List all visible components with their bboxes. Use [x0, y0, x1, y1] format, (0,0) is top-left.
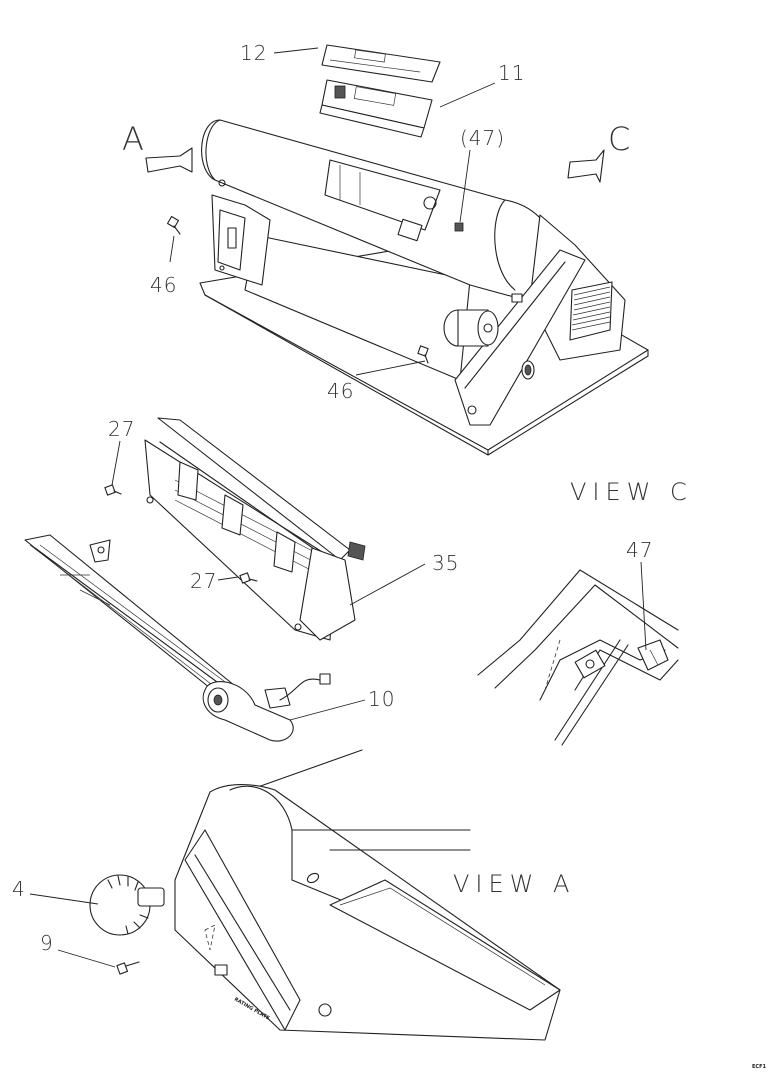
screw-27-b-icon [239, 572, 258, 584]
callout-27-top: 27 [108, 417, 135, 441]
panel-part-11 [319, 79, 433, 138]
callout-c: C [608, 120, 632, 158]
callout-47: 47 [626, 538, 653, 562]
carriage-rail-10 [24, 534, 331, 742]
callout-12: 12 [240, 41, 267, 65]
screw-46-a-icon [166, 215, 181, 235]
callout-46-bottom: 46 [327, 379, 354, 403]
screw-27-a-icon [104, 484, 122, 496]
overlay-part-12 [321, 44, 441, 83]
callout-47-paren: (47) [460, 126, 505, 150]
callout-27-bottom: 27 [190, 569, 217, 593]
view-c-detail [477, 569, 679, 746]
view-a-title: VIEW A [453, 870, 575, 898]
callout-9: 9 [40, 931, 54, 955]
view-c-title: VIEW C [570, 478, 693, 506]
corner-code: ECF1 [752, 1064, 767, 1070]
arrow-c-icon [567, 149, 605, 183]
leader-lines-top [169, 47, 496, 376]
screw-46-b-icon [417, 345, 429, 364]
callout-35: 35 [432, 551, 459, 575]
callout-a: A [122, 120, 146, 158]
screw-9-icon [116, 961, 140, 975]
callout-10: 10 [368, 687, 395, 711]
printer-main-assembly [166, 119, 649, 456]
paper-guide-assembly-35 [144, 417, 366, 641]
arrow-a-icon [145, 147, 193, 173]
callout-11: 11 [498, 61, 525, 85]
view-a-detail: RATING PLATE [89, 749, 561, 1041]
knob-4-icon [89, 874, 165, 936]
callout-4: 4 [12, 877, 26, 901]
callout-46-top: 46 [150, 273, 177, 297]
